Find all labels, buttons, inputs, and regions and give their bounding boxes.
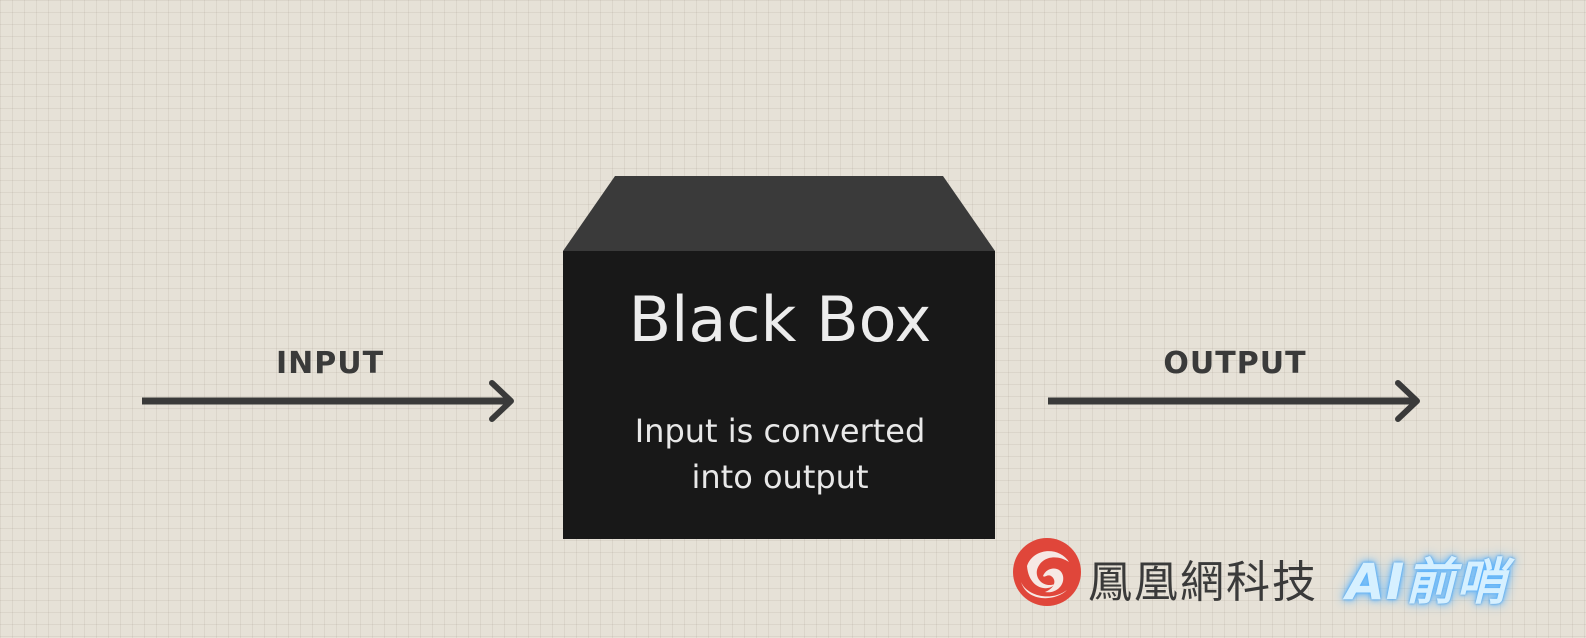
black-box-front bbox=[563, 251, 995, 539]
black-box-description-line-1: Input is converted bbox=[634, 412, 926, 450]
black-box-description: Input is converted into output bbox=[566, 408, 994, 500]
black-box-title: Black Box bbox=[628, 283, 932, 356]
black-box-top bbox=[563, 176, 995, 251]
watermark-brand-name: 鳳凰網科技 bbox=[1088, 557, 1318, 608]
output-arrow bbox=[1048, 380, 1420, 422]
black-box bbox=[563, 176, 995, 539]
input-label: INPUT bbox=[275, 346, 385, 381]
input-arrow bbox=[142, 380, 514, 422]
black-box-description-line-2: into output bbox=[691, 458, 869, 496]
watermark-brand-tag: AI前哨 bbox=[1346, 553, 1508, 611]
phoenix-logo-icon bbox=[1013, 538, 1081, 606]
watermark: 鳳凰網科技 AI前哨 bbox=[1008, 536, 1578, 611]
output-label: OUTPUT bbox=[1163, 346, 1307, 381]
